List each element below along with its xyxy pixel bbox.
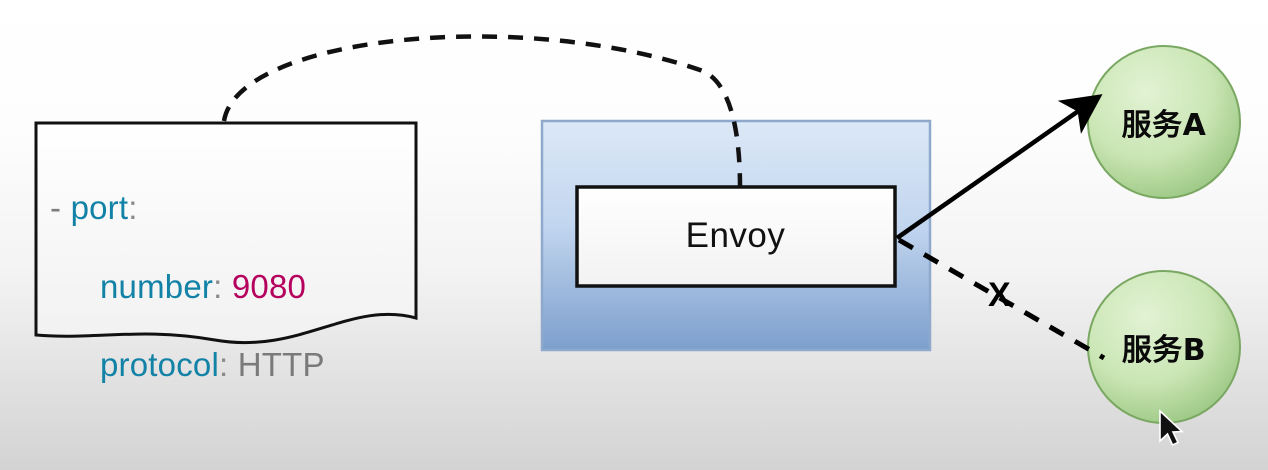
envoy-box-shape [575, 185, 897, 288]
route-blocked-line [897, 237, 1106, 361]
yaml-document-shape [34, 121, 418, 345]
mouse-pointer-icon [1159, 409, 1184, 447]
envoy-box-label: Envoy [685, 216, 786, 255]
service-b-label: 服务B [1121, 333, 1207, 368]
service-a-label: 服务A [1121, 108, 1207, 143]
blocked-route-x-mark: X [988, 276, 1011, 314]
route-allowed-line [895, 94, 1103, 240]
